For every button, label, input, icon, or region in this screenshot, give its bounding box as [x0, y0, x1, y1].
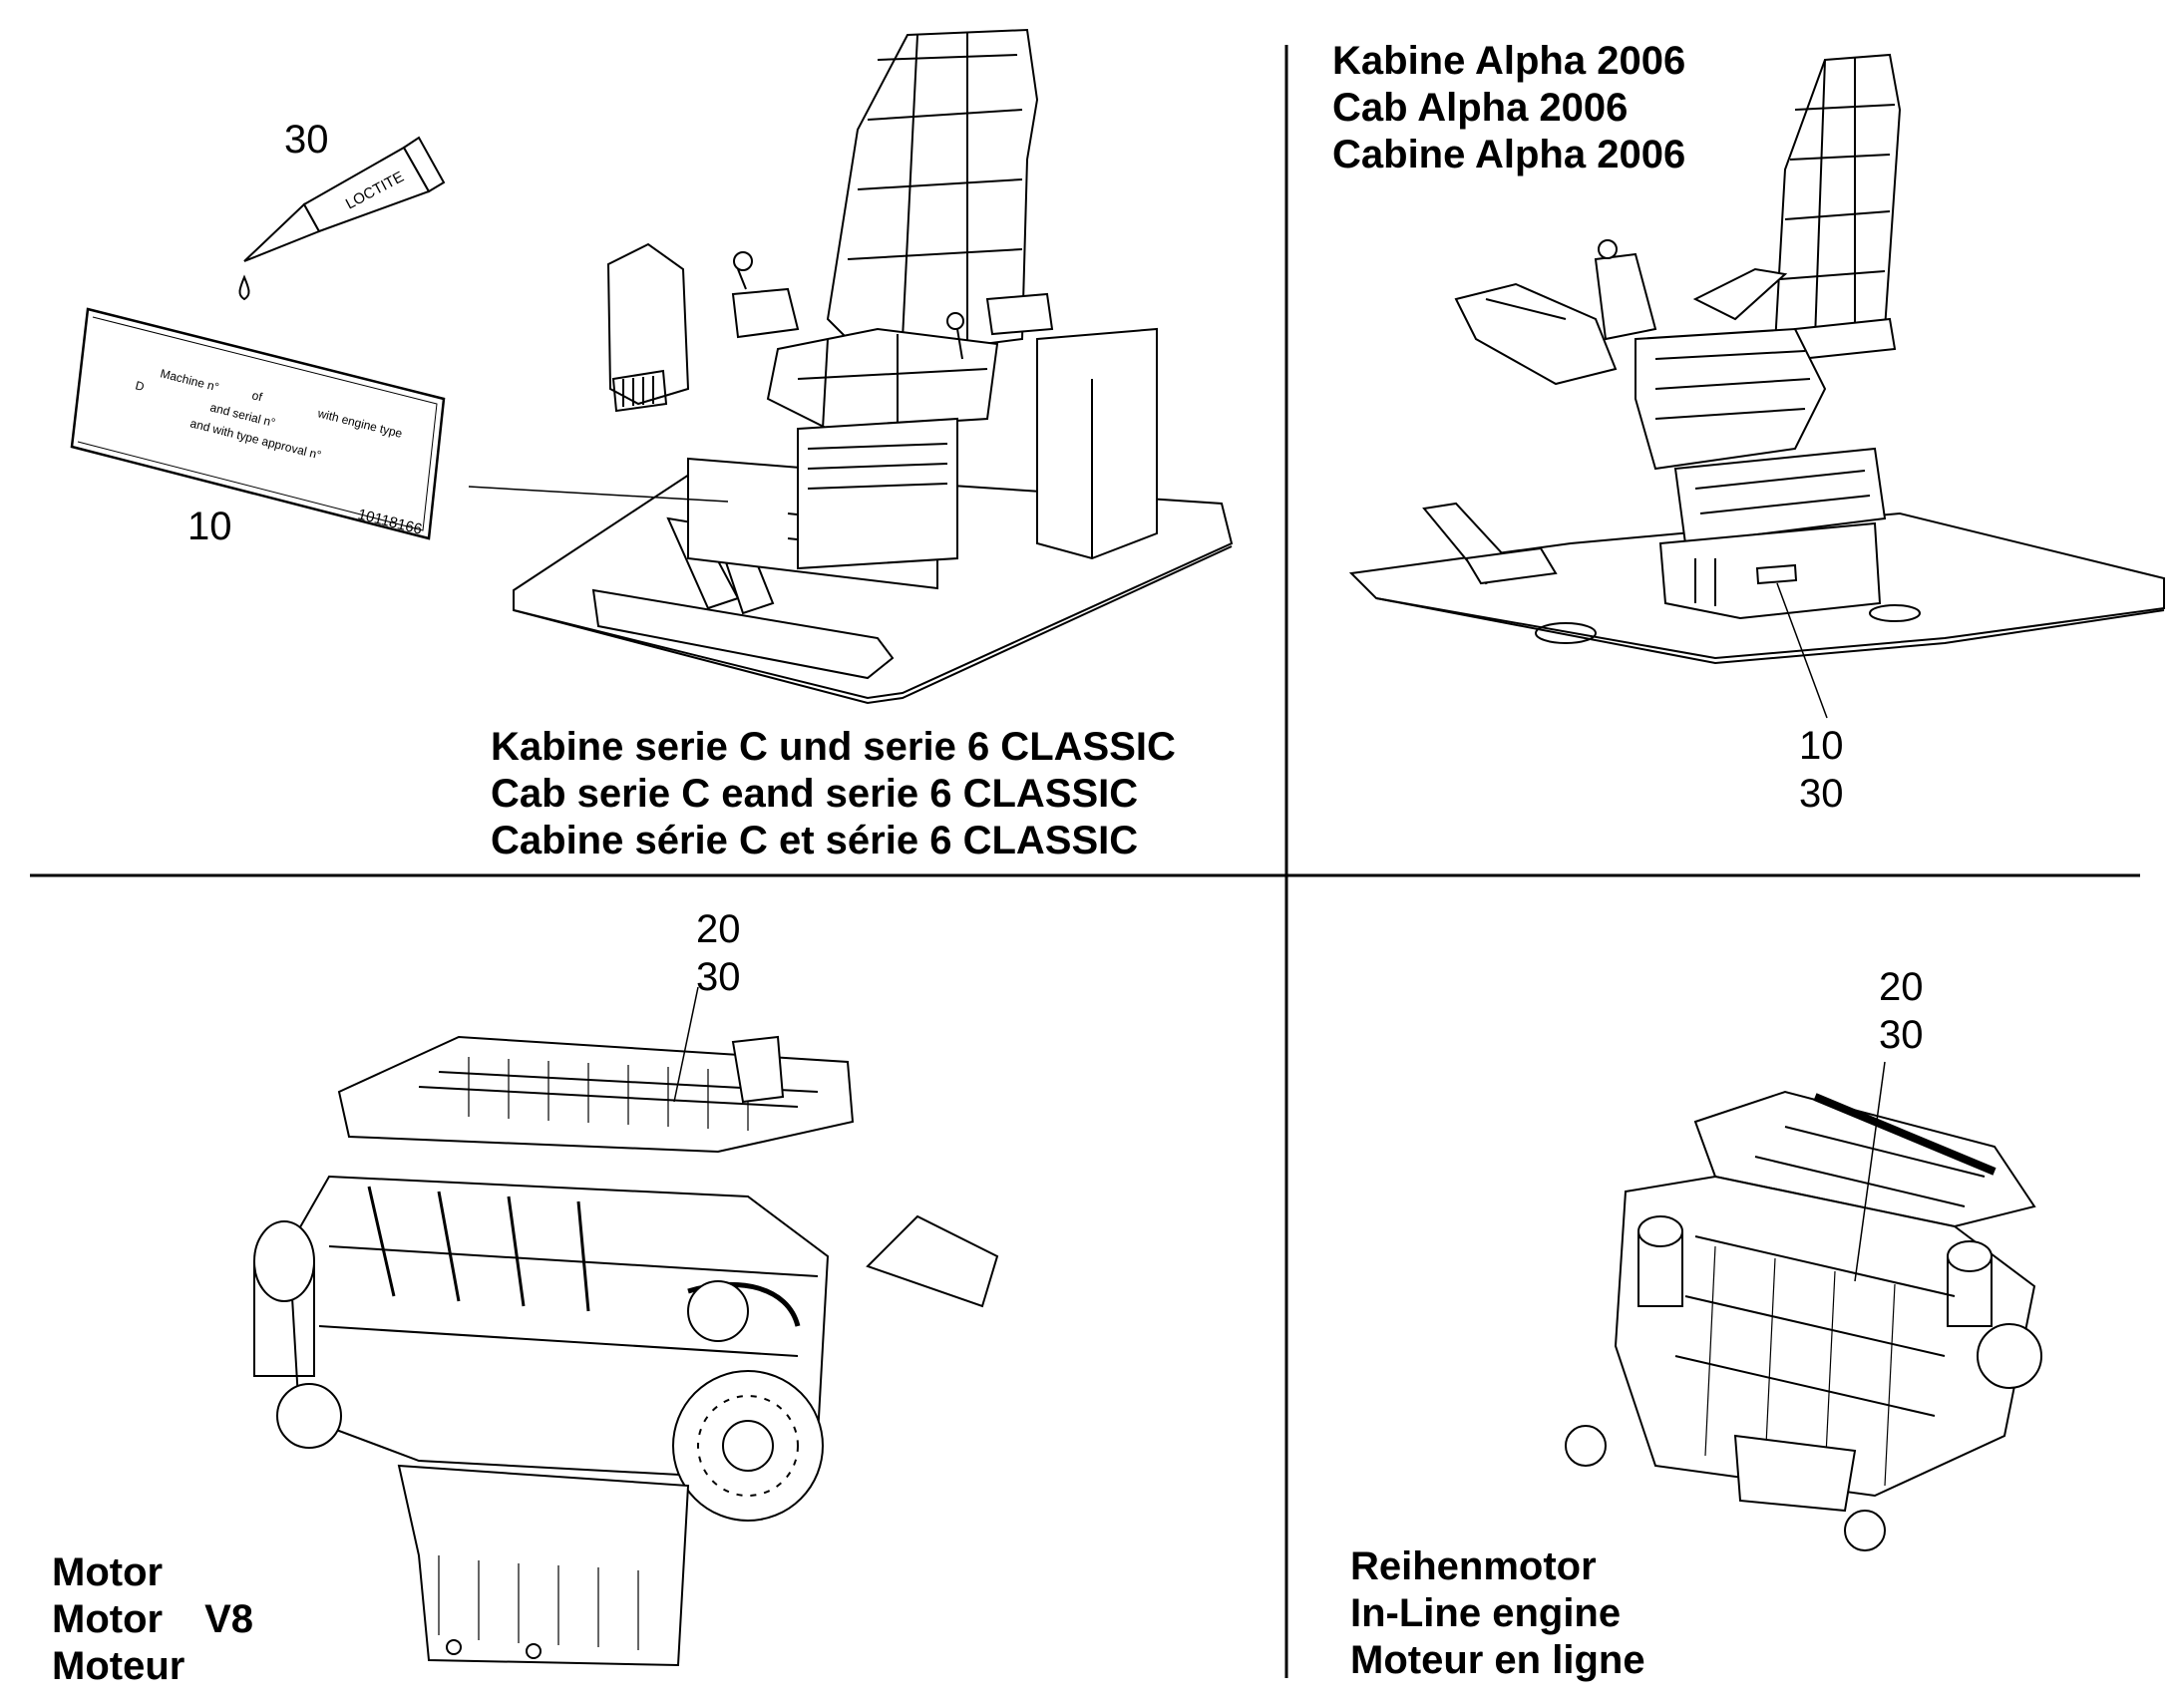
caption-line-de: Kabine serie C und serie 6 CLASSIC: [491, 725, 1176, 769]
caption-line-en: Cab serie C eand serie 6 CLASSIC: [491, 772, 1139, 816]
leader-line-v8: [673, 986, 699, 1103]
callout-30-inline: 30: [1879, 1013, 1924, 1057]
callout-10-alpha: 10: [1799, 724, 1844, 768]
leader-line-alpha: [1776, 582, 1828, 719]
caption-line-fr: Cabine Alpha 2006: [1332, 133, 1686, 176]
plate-line2: D: [134, 378, 146, 394]
cab-serie-c-illustration: [513, 28, 1234, 705]
caption-line-de: Reihenmotor: [1350, 1544, 1597, 1588]
inline-engine-illustration: [1565, 1090, 2042, 1551]
callout-30-v8: 30: [696, 955, 741, 999]
identification-plate-illustration: [70, 307, 446, 540]
caption-cab-serie-c: Kabine serie C und serie 6 CLASSIC Cab s…: [491, 724, 1176, 864]
plate-line1b: of: [250, 388, 264, 404]
loctite-tube-illustration: [238, 136, 446, 301]
callout-20-v8: 20: [696, 907, 741, 951]
caption-line-en: Cab Alpha 2006: [1332, 86, 1629, 130]
caption-v8-suffix: V8: [204, 1597, 254, 1641]
callout-30-tube: 30: [284, 118, 329, 162]
caption-line-fr: Moteur en ligne: [1350, 1638, 1645, 1682]
leader-line-plate: [468, 486, 729, 503]
caption-cab-alpha-2006: Kabine Alpha 2006 Cab Alpha 2006 Cabine …: [1332, 38, 1685, 178]
caption-line-en: In-Line engine: [1350, 1591, 1622, 1635]
caption-line-fr: Moteur: [52, 1644, 185, 1688]
leader-line-inline: [1854, 1061, 1886, 1282]
callout-10-plate: 10: [187, 505, 232, 548]
cab-alpha-2006-illustration: [1348, 53, 2165, 665]
v8-engine-illustration: [253, 1035, 999, 1667]
caption-line-en: Motor V8: [52, 1596, 253, 1643]
caption-inline-engine: Reihenmotor In-Line engine Moteur en lig…: [1350, 1543, 1645, 1684]
callout-30-alpha: 30: [1799, 772, 1844, 816]
caption-line-de: Motor: [52, 1550, 164, 1594]
caption-line-en-text: Motor: [52, 1597, 164, 1641]
callout-20-inline: 20: [1879, 965, 1924, 1009]
quadrant-dividers: [30, 45, 2140, 1678]
caption-line-de: Kabine Alpha 2006: [1332, 39, 1686, 83]
caption-line-fr: Cabine série C et série 6 CLASSIC: [491, 819, 1139, 862]
